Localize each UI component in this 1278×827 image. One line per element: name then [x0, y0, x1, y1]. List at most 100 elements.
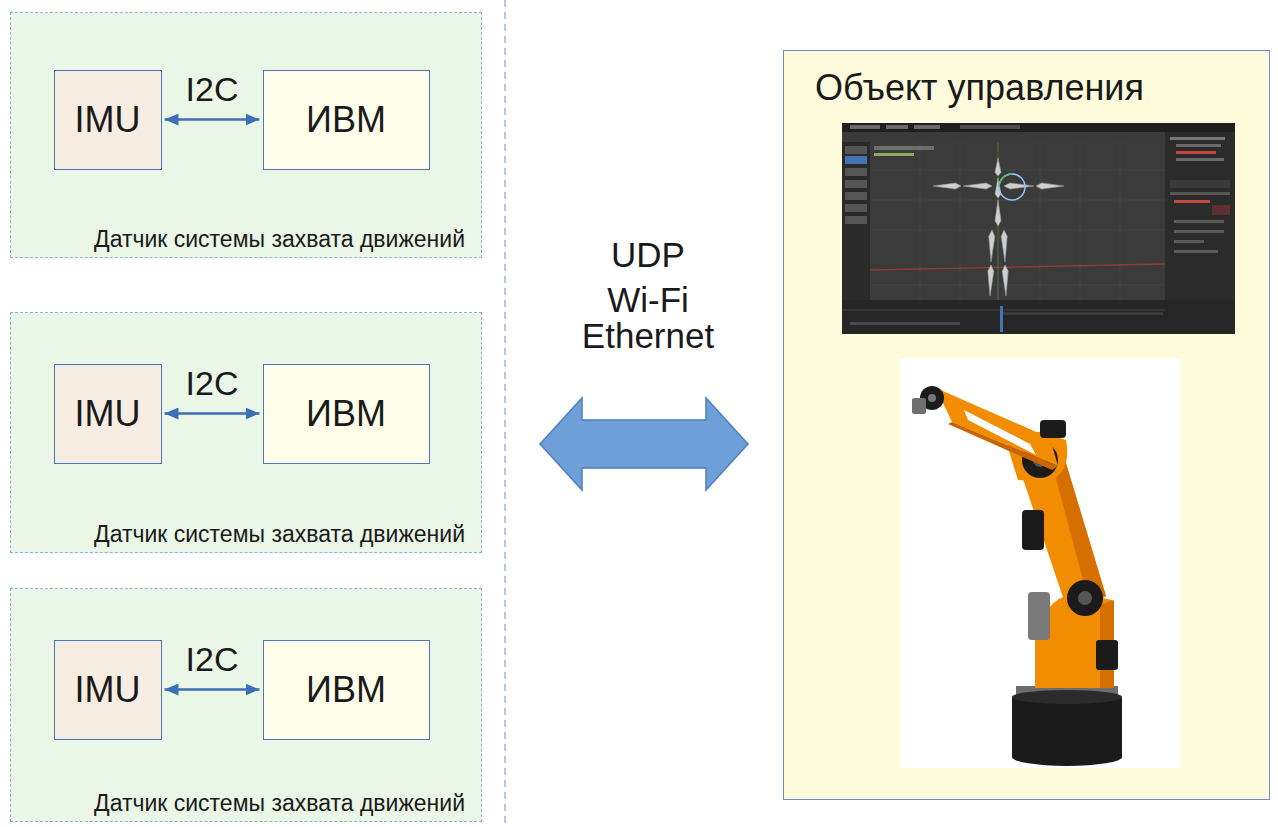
skeleton-bones — [1002, 265, 1008, 296]
blender-screenshot — [845, 156, 867, 164]
robot-photo — [1067, 580, 1103, 616]
bus-arrow — [165, 412, 260, 415]
panel-ground — [783, 50, 1270, 800]
divider-line — [504, 0, 506, 827]
robot-photo — [900, 358, 1180, 768]
blender-screenshot — [914, 125, 940, 129]
robot-photo — [928, 394, 936, 402]
protocol-label: UDP — [611, 236, 685, 275]
blender-screenshot — [870, 142, 1165, 300]
robot-photo — [912, 398, 926, 414]
box-label: ИВМ — [306, 669, 386, 710]
blender-screenshot — [842, 123, 1235, 132]
blender-screenshot — [870, 230, 1165, 231]
module-caption: Датчик системы захвата движений — [94, 226, 465, 252]
blender-screenshot — [1000, 306, 1003, 332]
robot-photo — [1078, 591, 1092, 605]
blender-screenshot — [845, 180, 867, 188]
blender-screenshot — [1174, 220, 1224, 223]
robot-photo — [1012, 690, 1122, 704]
module-caption: Датчик системы захвата движений — [94, 521, 465, 547]
blender-screenshot — [870, 200, 1165, 201]
box-label: IMU — [75, 393, 141, 434]
robot-photo — [1012, 748, 1122, 766]
blender-screenshot — [960, 142, 961, 300]
blender-screenshot — [1170, 192, 1230, 195]
blender-screenshot — [845, 204, 867, 212]
panel-title: Объект управления — [815, 67, 1269, 108]
imu-box: IMU — [54, 364, 162, 464]
blender-screenshot — [870, 170, 1165, 171]
blender-screenshot — [1176, 158, 1224, 161]
skeleton-bones — [988, 265, 994, 296]
imu-box: IMU — [54, 640, 162, 740]
robot-photo — [1040, 420, 1066, 438]
blender-screenshot — [1174, 250, 1218, 253]
bus-arrow — [165, 688, 260, 691]
bus-arrow — [165, 118, 260, 121]
skeleton-bones — [995, 200, 1001, 226]
blender-screenshot — [1003, 312, 1163, 315]
blender-screenshot — [920, 142, 921, 300]
blender-screenshot — [1176, 151, 1216, 154]
blender-screenshot — [999, 174, 1012, 187]
blender-screenshot — [1120, 142, 1121, 300]
computer-box: ИВМ — [263, 364, 430, 464]
module-ground — [10, 312, 482, 553]
blender-screenshot — [1174, 240, 1204, 243]
robot-photo — [1028, 592, 1050, 640]
blender-screenshot — [1170, 180, 1230, 188]
blender-screenshot — [1080, 142, 1081, 300]
computer-box: ИВМ — [263, 70, 430, 170]
box-label: IMU — [75, 99, 141, 140]
blender-screenshot — [842, 123, 1235, 334]
blender-screenshot — [960, 125, 1020, 129]
blender-screenshot — [845, 146, 867, 154]
skeleton-bones — [989, 230, 995, 262]
blender-screenshot — [842, 310, 1165, 311]
blender-screenshot — [845, 168, 867, 176]
robot-photo — [1022, 510, 1044, 550]
module-ground — [10, 12, 482, 258]
blender-screenshot — [870, 142, 1165, 300]
blender-screenshot — [1040, 142, 1041, 300]
blender-screenshot — [1212, 205, 1230, 215]
blender-screenshot — [999, 174, 1025, 200]
box-label: IMU — [75, 669, 141, 710]
blender-screenshot — [874, 146, 934, 150]
protocol-label: Wi-Fi — [607, 281, 689, 320]
control-object-panel: Объект управления — [783, 50, 1270, 800]
module-ground — [10, 588, 482, 822]
imu-box: IMU — [54, 70, 162, 170]
blender-screenshot — [1176, 144, 1221, 147]
box-label: ИВМ — [306, 393, 386, 434]
blender-screenshot — [874, 153, 914, 156]
blender-screenshot — [1174, 200, 1210, 203]
sensor-module: Датчик системы захвата движений IMU ИВМ — [10, 312, 482, 553]
bus-label: I2C — [186, 640, 239, 677]
blender-screenshot — [842, 123, 1235, 334]
blender-screenshot — [845, 192, 867, 200]
skeleton-bones — [1036, 183, 1064, 189]
robot-photo — [1096, 640, 1118, 670]
bus-label: I2C — [186, 70, 239, 107]
skeleton-bones — [995, 158, 1001, 176]
blender-screenshot — [850, 322, 960, 325]
blender-screenshot — [886, 125, 908, 129]
blender-screenshot — [842, 142, 870, 300]
robot-photo — [936, 388, 1058, 466]
module-caption: Датчик системы захвата движений — [94, 790, 465, 816]
blender-screenshot — [1174, 230, 1224, 233]
skeleton-bones — [963, 183, 992, 189]
computer-box: ИВМ — [263, 640, 430, 740]
sensor-module: Датчик системы захвата движений IMU ИВМ — [10, 12, 482, 258]
blender-screenshot — [870, 285, 1165, 286]
skeleton-bones — [1001, 230, 1007, 262]
skeleton-bones — [933, 183, 961, 189]
network-arrow — [540, 398, 748, 490]
blender-screenshot — [845, 216, 867, 224]
module-ground — [10, 12, 482, 822]
box-label: ИВМ — [306, 99, 386, 140]
